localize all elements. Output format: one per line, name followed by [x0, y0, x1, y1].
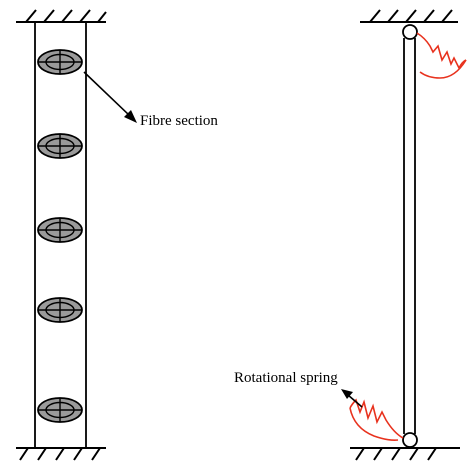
fibre-section — [37, 397, 83, 423]
fibre-column — [34, 22, 87, 448]
right-top-fixed-support — [360, 9, 458, 23]
fibre-section — [37, 133, 83, 159]
rotational-spring-arrow — [341, 389, 363, 408]
top-hinge — [402, 24, 418, 40]
fibre-element-model: Fibre section — [16, 9, 218, 461]
left-top-fixed-support — [16, 9, 107, 23]
right-bottom-fixed-support — [350, 447, 460, 461]
rotational-spring-bottom — [349, 398, 404, 441]
fibre-section — [37, 49, 83, 75]
spring-element-model: Rotational spring — [234, 9, 467, 461]
fibre-section — [37, 297, 83, 323]
fibre-section — [37, 217, 83, 243]
spring-column — [403, 38, 416, 434]
rotational-spring-label: Rotational spring — [234, 370, 338, 386]
left-bottom-fixed-support — [16, 447, 106, 461]
fibre-section-label: Fibre section — [140, 113, 218, 129]
rotational-spring-top — [416, 32, 467, 79]
bottom-hinge — [402, 432, 418, 448]
fibre-section-arrow — [83, 71, 137, 123]
